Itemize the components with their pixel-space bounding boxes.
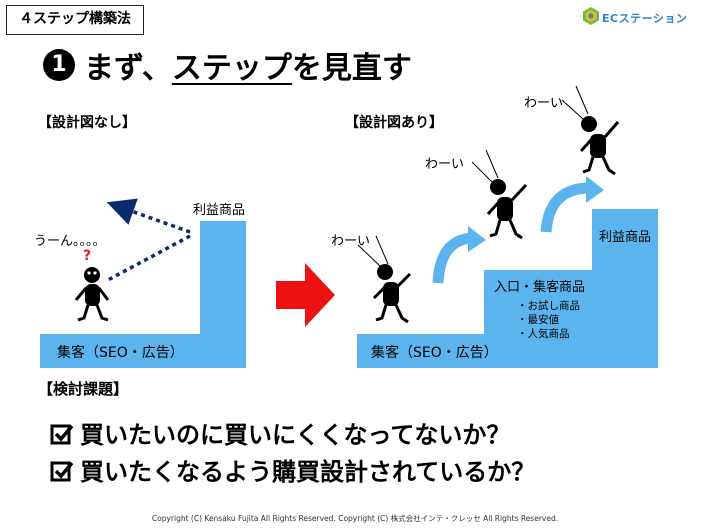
checkbox-icon [50,424,74,445]
issue-text: 買いたいのに買いにくくなってないか？ [80,421,511,449]
checkbox-icon [50,461,74,482]
happy-person-icon [561,85,620,176]
issue-item: 買いたいのに買いにくくなってないか？ [50,415,510,450]
logo-mark-icon [583,7,599,25]
confused-person-icon [74,267,110,322]
right-diagram-label: 【設計図あり】 [345,115,443,131]
cheer-text: わーい [331,234,371,249]
left-top-label: 利益商品 [193,203,246,218]
mid-item: ・最安値 [517,314,559,326]
left-staircase [40,221,246,368]
logo: ECステーション [582,6,704,28]
step-up-arrow-icon [540,176,604,233]
copyright-footer: Copyright (C) Kensaku Fujita All Rights … [151,514,559,523]
dotted-arrow-down [107,234,191,282]
mid-item: ・人気商品 [517,328,570,340]
headline-suffix: を見直す [291,51,412,86]
left-base-label: 集客（SEO・広告） [57,345,184,361]
logo-text: ECステーション [602,12,688,25]
happy-person-icon [471,149,528,240]
section-tag: ４ステップ構築法 [6,5,144,35]
question-mark: ? [83,248,92,264]
cheer-text: わーい [425,157,465,172]
left-diagram-label: 【設計図なし】 [38,115,136,131]
happy-person-icon [357,235,412,324]
mid-item: ・お試し商品 [517,300,580,312]
transition-arrow-icon [276,263,335,327]
right-staircase [357,209,658,368]
cheer-text: わーい [524,96,564,111]
right-base-label: 集客（SEO・広告） [371,345,498,361]
headline-number: 1 [43,49,75,81]
issue-text: 買いたくなるよう購買設計されているか？ [80,458,536,486]
headline-underlined: ステップ [171,51,292,86]
right-mid-label: 入口・集客商品 [494,280,586,295]
right-top-label: 利益商品 [599,230,652,245]
issues-title: 【検討課題】 [38,380,129,398]
headline: まず、ステップを見直す [84,43,412,87]
thought-text: うーん。。。。 [34,234,106,249]
step-up-arrow-icon [432,226,486,284]
issue-item: 買いたくなるよう購買設計されているか？ [50,452,535,487]
dotted-arrow-up [106,198,191,234]
headline-prefix: まず、 [84,51,172,86]
